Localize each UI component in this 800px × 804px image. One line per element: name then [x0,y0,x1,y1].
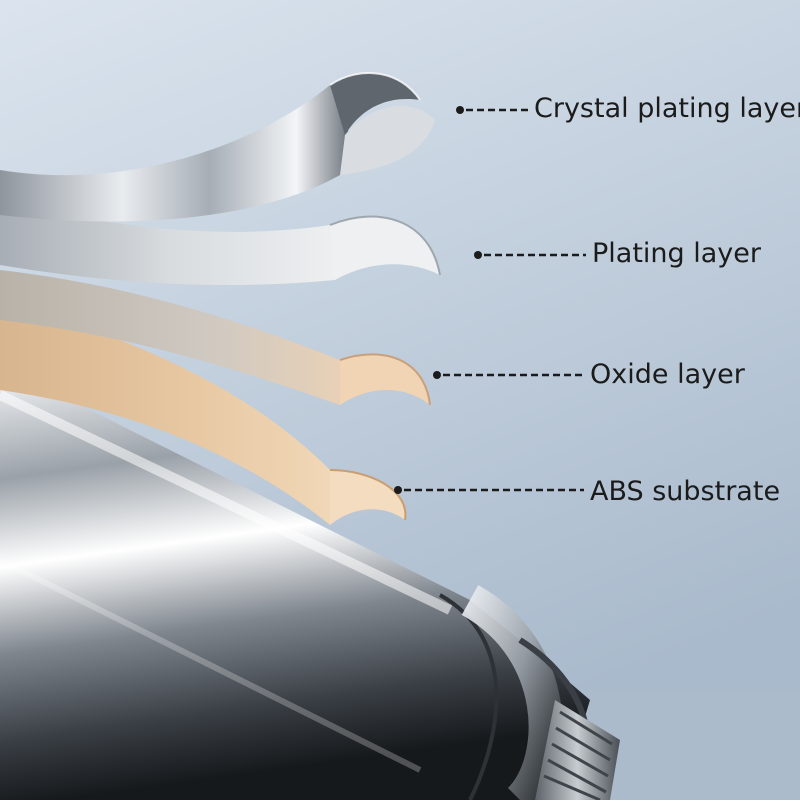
abs-substrate-strip [0,300,407,525]
callout-plating [474,251,586,259]
label-crystal-plating-layer: Crystal plating layer [534,93,800,124]
label-plating-layer: Plating layer [592,238,761,269]
label-abs-substrate: ABS substrate [590,476,781,507]
plating-layer-strip [0,200,441,285]
callout-abs [394,486,584,494]
callout-oxide [433,371,584,379]
chrome-handle [0,365,592,804]
callout-dot [474,251,482,259]
crystal-plating-layer-strip [0,72,435,222]
callout-dot [394,486,402,494]
threaded-connector [535,700,620,802]
label-oxide-layer: Oxide layer [590,359,745,390]
oxide-layer-strip [0,270,431,406]
callout-dot [456,106,464,114]
callout-dot [433,371,441,379]
callout-crystal-plating [456,106,528,114]
